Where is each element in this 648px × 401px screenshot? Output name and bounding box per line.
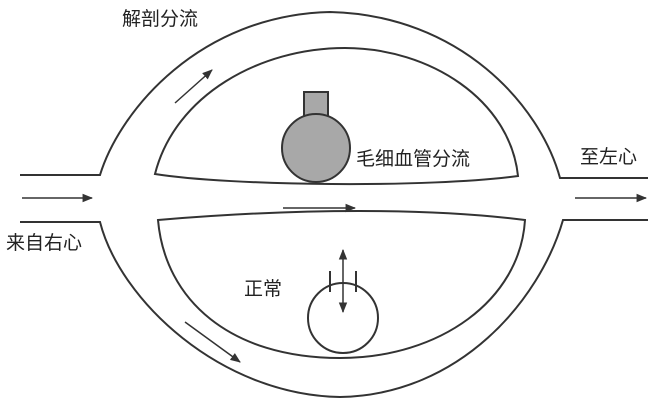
- normal-label: 正常: [244, 278, 283, 300]
- lower-inner-wall: [156, 210, 527, 360]
- from-right-heart-label: 来自右心: [6, 232, 83, 254]
- to-left-heart-label: 至左心: [580, 146, 638, 168]
- blocked-alveolus: [281, 91, 351, 183]
- upper-inner-wall: [153, 46, 520, 186]
- outer-vessel-wall-bottom: [20, 219, 648, 399]
- anatomic-shunt-label: 解剖分流: [122, 8, 199, 30]
- upper-flow-arrow: [174, 69, 213, 104]
- capillary-shunt-label: 毛细血管分流: [356, 148, 471, 170]
- lower-flow-arrow: [184, 321, 241, 363]
- outer-vessel-wall-top: [20, 10, 648, 179]
